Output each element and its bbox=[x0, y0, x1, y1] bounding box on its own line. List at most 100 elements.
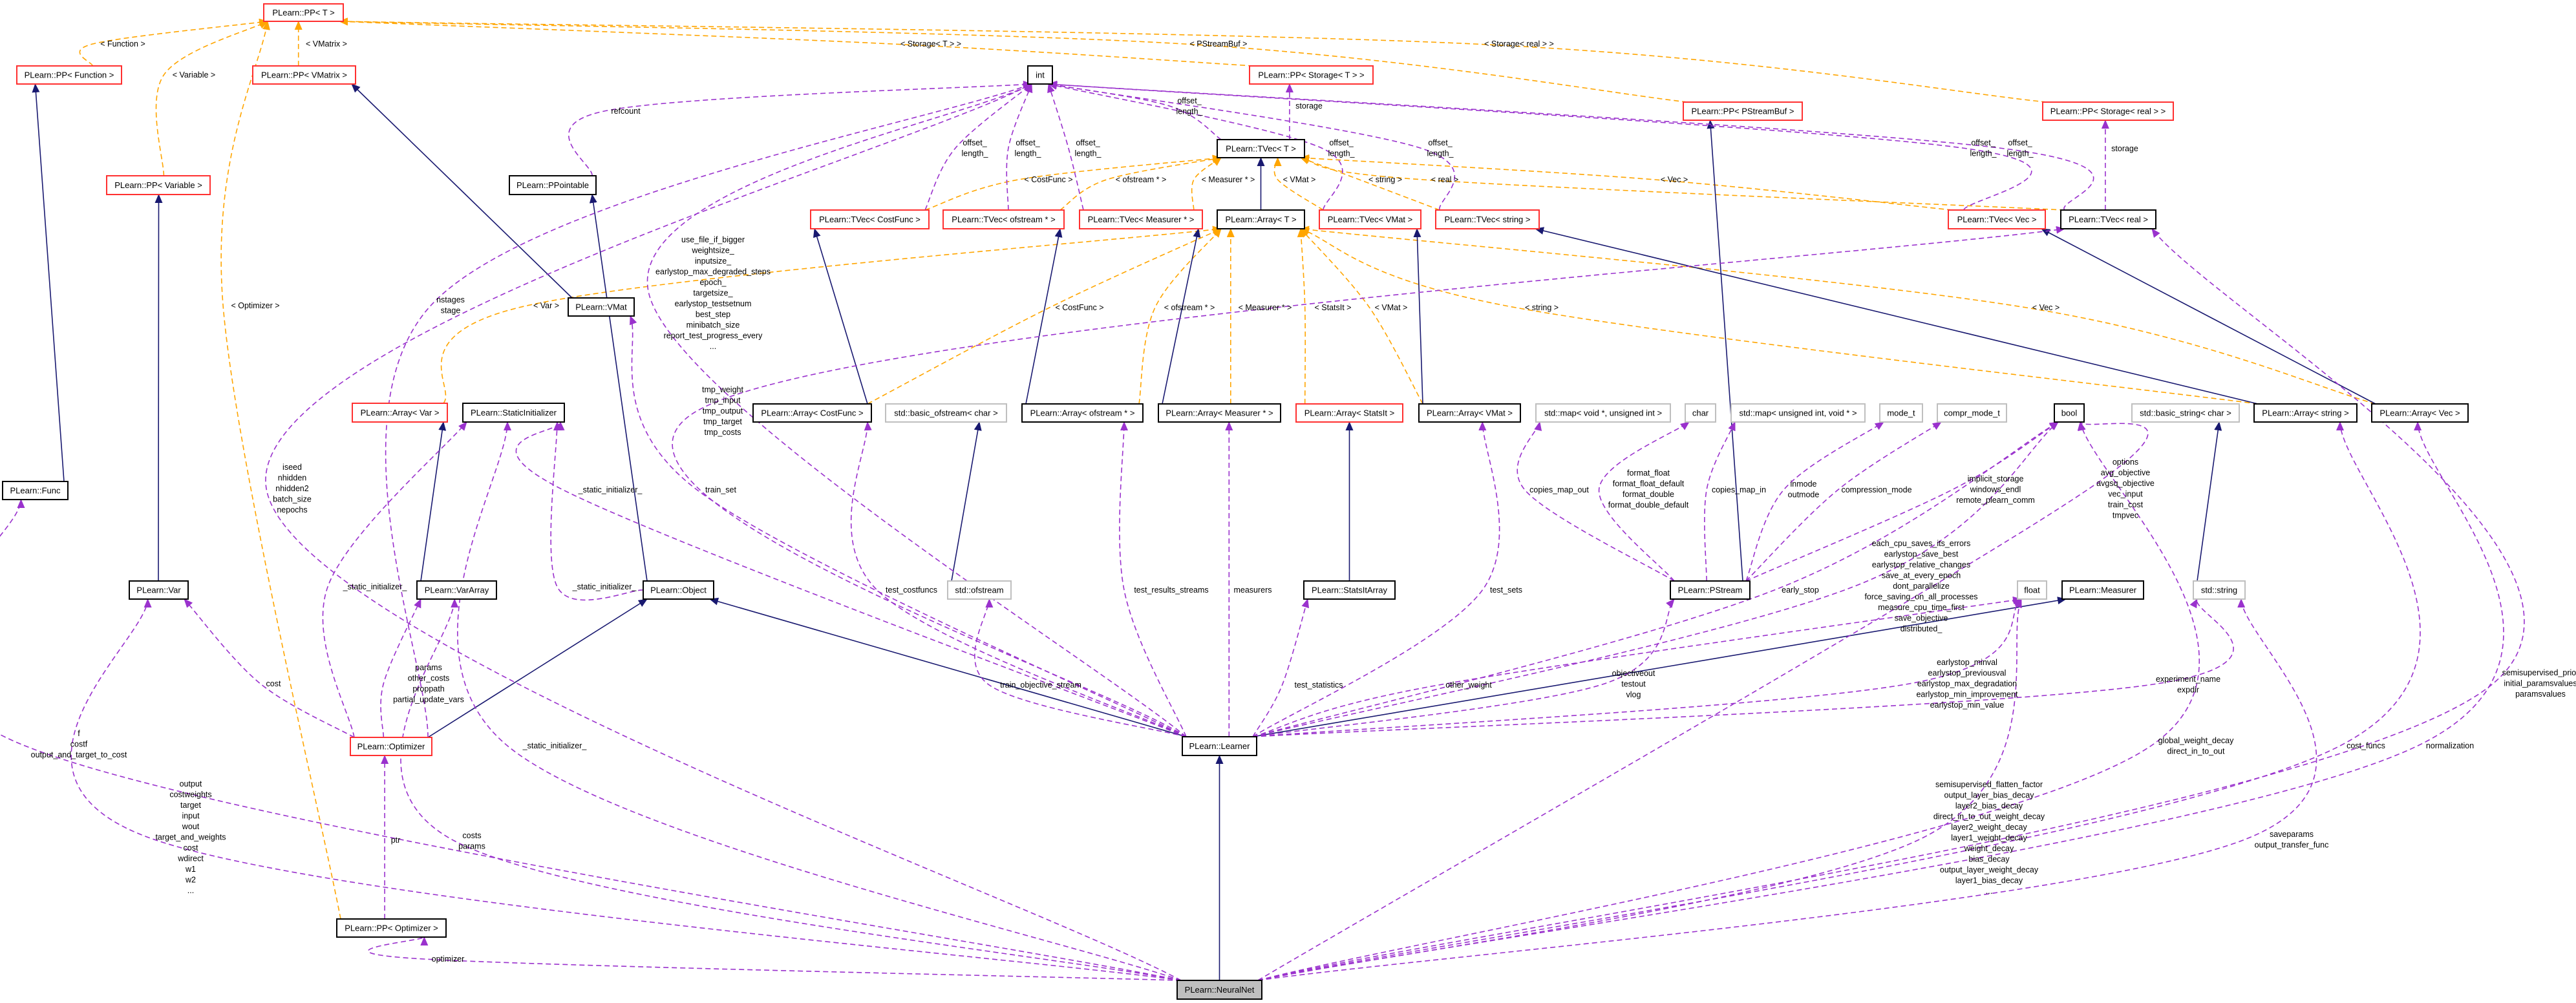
template-edge-TVec_string-to-TVec_T bbox=[1300, 156, 1440, 211]
node-box bbox=[643, 580, 714, 600]
class-node-Array_Var[interactable]: PLearn::Array< Var > bbox=[352, 403, 448, 423]
class-node-Learner[interactable]: PLearn::Learner bbox=[1182, 736, 1257, 756]
inherit-edge-Func-to-PP_Function bbox=[32, 83, 65, 482]
class-node-ofstream[interactable]: std::ofstream bbox=[947, 580, 1012, 600]
edge-label: costf bbox=[70, 740, 88, 749]
class-node-Func[interactable]: PLearn::Func bbox=[2, 481, 69, 500]
class-node-basic_string[interactable]: std::basic_string< char > bbox=[2131, 403, 2240, 423]
edge-label: offset_ bbox=[1971, 138, 1996, 147]
class-node-Array_string[interactable]: PLearn::Array< string > bbox=[2253, 403, 2358, 423]
class-node-TVec_Measurer[interactable]: PLearn::TVec< Measurer * > bbox=[1079, 209, 1203, 229]
member-edge-Optimizer-to-int bbox=[385, 83, 1032, 738]
node-label: PLearn::TVec< Vec > bbox=[1957, 215, 2037, 224]
edge-label: train_set bbox=[705, 485, 736, 494]
edge-label: params bbox=[415, 663, 442, 672]
edge-label: output_and_target_to_cost bbox=[31, 750, 127, 759]
edge-label: avg_objective bbox=[2101, 469, 2150, 478]
class-node-PP_Optimizer[interactable]: PLearn::PP< Optimizer > bbox=[336, 918, 447, 938]
edge-label: ... bbox=[1986, 887, 1992, 896]
class-node-TVec_ofstream[interactable]: PLearn::TVec< ofstream * > bbox=[942, 209, 1065, 229]
node-label: std::map< void *, unsigned int > bbox=[1544, 408, 1662, 418]
class-node-Measurer[interactable]: PLearn::Measurer bbox=[2061, 580, 2144, 600]
edge-label: < CostFunc > bbox=[1024, 175, 1072, 184]
class-node-TVec_CostFunc[interactable]: PLearn::TVec< CostFunc > bbox=[810, 209, 930, 229]
class-node-PP_StorageT[interactable]: PLearn::PP< Storage< T > > bbox=[1249, 65, 1374, 85]
class-node-Array_StatsIt[interactable]: PLearn::Array< StatsIt > bbox=[1295, 403, 1403, 423]
node-label: PLearn::Array< CostFunc > bbox=[761, 408, 863, 418]
class-node-mode_t[interactable]: mode_t bbox=[1879, 403, 1923, 423]
node-box bbox=[1319, 209, 1421, 229]
class-node-Object[interactable]: PLearn::Object bbox=[643, 580, 714, 600]
class-node-TVec_Vec[interactable]: PLearn::TVec< Vec > bbox=[1948, 209, 2046, 229]
class-node-VMat[interactable]: PLearn::VMat bbox=[568, 297, 635, 317]
class-node-char[interactable]: char bbox=[1685, 403, 1716, 423]
class-node-int[interactable]: int bbox=[1027, 65, 1053, 85]
edge-label: avgsq_objective bbox=[2096, 479, 2155, 488]
class-node-Array_T[interactable]: PLearn::Array< T > bbox=[1217, 209, 1305, 229]
class-node-TVec_real[interactable]: PLearn::TVec< real > bbox=[2060, 209, 2156, 229]
class-node-TVec_VMat[interactable]: PLearn::TVec< VMat > bbox=[1319, 209, 1421, 229]
class-node-PStream[interactable]: PLearn::PStream bbox=[1670, 580, 1751, 600]
node-box bbox=[1217, 139, 1305, 158]
class-node-TVec_string[interactable]: PLearn::TVec< string > bbox=[1435, 209, 1540, 229]
node-label: std::basic_string< char > bbox=[2140, 408, 2231, 418]
class-node-PP_Variable[interactable]: PLearn::PP< Variable > bbox=[106, 175, 211, 195]
edge-label: test_costfuncs bbox=[886, 586, 937, 595]
edge-label: layer1_weight_decay bbox=[1951, 834, 2027, 843]
class-node-basic_ofstream[interactable]: std::basic_ofstream< char > bbox=[885, 403, 1007, 423]
class-node-StaticInitializer[interactable]: PLearn::StaticInitializer bbox=[462, 403, 565, 423]
edge-label: tmp_weight bbox=[702, 385, 743, 394]
class-node-bool[interactable]: bool bbox=[2054, 403, 2085, 423]
node-box bbox=[2131, 403, 2240, 423]
class-node-PP_PStreamBuf[interactable]: PLearn::PP< PStreamBuf > bbox=[1683, 101, 1803, 121]
edge-label: earlystop_min_improvement bbox=[1916, 690, 2018, 699]
class-node-PP_T[interactable]: PLearn::PP< T > bbox=[263, 3, 344, 22]
edge-label: partial_update_vars bbox=[393, 695, 464, 704]
edge-label: layer1_bias_decay bbox=[1955, 876, 2023, 885]
class-node-VarArray[interactable]: PLearn::VarArray bbox=[416, 580, 497, 600]
class-node-std_string[interactable]: std::string bbox=[2193, 580, 2246, 600]
edge-label: < StatsIt > bbox=[1315, 303, 1352, 312]
edge-label: report_test_progress_every bbox=[664, 332, 763, 341]
class-node-Array_Measurer[interactable]: PLearn::Array< Measurer * > bbox=[1158, 403, 1281, 423]
node-box bbox=[1176, 980, 1262, 1000]
node-box bbox=[509, 175, 597, 195]
class-node-map_out[interactable]: std::map< void *, unsigned int > bbox=[1535, 403, 1671, 423]
class-node-PP_StorageReal[interactable]: PLearn::PP< Storage< real > > bbox=[2042, 101, 2174, 121]
edge-label: earlystop_save_best bbox=[1884, 550, 1959, 559]
member-edge-Learner-to-StatsItArray bbox=[1252, 598, 1310, 737]
edge-label: nstages bbox=[436, 295, 465, 304]
member-edge-Optimizer-to-VarArray bbox=[380, 598, 421, 738]
class-node-Array_CostFunc[interactable]: PLearn::Array< CostFunc > bbox=[752, 403, 872, 423]
class-node-map_in[interactable]: std::map< unsigned int, void * > bbox=[1730, 403, 1866, 423]
node-label: PLearn::PStream bbox=[1678, 586, 1743, 595]
class-node-PP_VMatrix[interactable]: PLearn::PP< VMatrix > bbox=[252, 65, 356, 85]
edges-layer bbox=[0, 17, 2525, 981]
edge-label: length_ bbox=[1176, 107, 1203, 116]
class-node-Array_Vec[interactable]: PLearn::Array< Vec > bbox=[2371, 403, 2469, 423]
edge-label: output_layer_bias_decay bbox=[1944, 791, 2035, 800]
edge-label: paramsvalues bbox=[2515, 690, 2566, 699]
class-node-TVec_T[interactable]: PLearn::TVec< T > bbox=[1217, 139, 1305, 158]
member-edge-PPointable-to-int bbox=[568, 80, 1032, 176]
class-node-Optimizer[interactable]: PLearn::Optimizer bbox=[350, 737, 432, 756]
member-edge-Optimizer-to-Var bbox=[184, 598, 355, 738]
template-edge-Array_string-to-Array_T bbox=[1300, 227, 2259, 405]
inherit-edge-Optimizer-to-Object bbox=[427, 598, 648, 738]
class-node-float[interactable]: float bbox=[2017, 580, 2047, 600]
class-node-NeuralNet[interactable]: PLearn::NeuralNet bbox=[1176, 980, 1262, 1000]
class-node-compr_mode_t[interactable]: compr_mode_t bbox=[1937, 403, 2007, 423]
edge-label: ptr bbox=[391, 836, 401, 845]
node-label: PLearn::Object bbox=[650, 586, 707, 595]
class-node-Var[interactable]: PLearn::Var bbox=[129, 580, 189, 600]
class-node-PP_Function[interactable]: PLearn::PP< Function > bbox=[16, 65, 122, 85]
class-node-Array_ofstream[interactable]: PLearn::Array< ofstream * > bbox=[1021, 403, 1144, 423]
class-node-StatsItArray[interactable]: PLearn::StatsItArray bbox=[1303, 580, 1396, 600]
member-edge-PStream-to-bool bbox=[1745, 421, 2059, 582]
class-node-PPointable[interactable]: PLearn::PPointable bbox=[509, 175, 597, 195]
node-label: PLearn::Array< T > bbox=[1225, 215, 1296, 224]
class-node-Array_VMat[interactable]: PLearn::Array< VMat > bbox=[1418, 403, 1521, 423]
inherit-edge-ofstream-to-basic_ofstream bbox=[951, 421, 982, 582]
edge-label: length_ bbox=[1014, 149, 1041, 158]
node-box bbox=[2193, 580, 2246, 600]
